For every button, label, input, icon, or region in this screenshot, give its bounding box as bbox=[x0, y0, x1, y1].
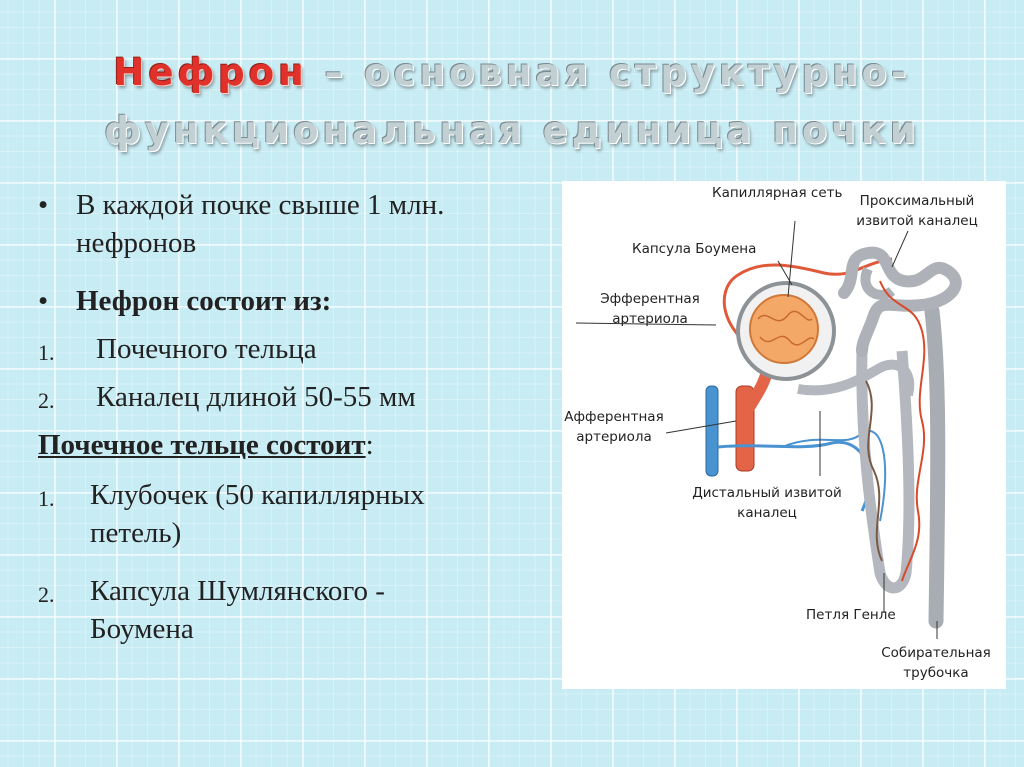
bullet-nephron-consists: • Нефрон состоит из: bbox=[38, 282, 538, 320]
list-text: Капсула Шумлянского - Боумена bbox=[90, 575, 385, 645]
label-capillary-network: Капиллярная сеть bbox=[712, 185, 843, 201]
label-collecting-duct: Собирательная трубочка bbox=[881, 645, 991, 681]
vasa-recta bbox=[865, 380, 883, 562]
glomerulus-texture bbox=[757, 310, 815, 346]
title-line-1-rest: – основная структурно- bbox=[307, 51, 911, 94]
bullet-marker: • bbox=[38, 189, 49, 221]
label-proximal-tubule: Проксимальный извитой каналец bbox=[856, 193, 978, 229]
proximal-tubule bbox=[838, 246, 962, 357]
label-afferent-arteriole: Афферентная артериола bbox=[564, 409, 664, 445]
list-number: 1. bbox=[38, 486, 55, 511]
label-distal-tubule: Дистальный извитой каналец bbox=[692, 485, 842, 521]
list-number: 2. bbox=[38, 388, 55, 413]
collecting-duct bbox=[924, 303, 946, 629]
label-efferent-arteriole: Эфферентная артериола bbox=[600, 291, 700, 327]
corpuscle-part-1: 1. Клубочек (50 капиллярных петель) bbox=[38, 476, 538, 552]
title-highlight: Нефрон bbox=[113, 51, 308, 94]
bullet-nephron-count: • В каждой почке свыше 1 млн. нефронов bbox=[38, 186, 538, 262]
list-number: 1. bbox=[38, 340, 55, 365]
list-text: Почечного тельца bbox=[96, 333, 317, 365]
corpuscle-part-2: 2. Капсула Шумлянского - Боумена bbox=[38, 572, 538, 648]
list-number: 2. bbox=[38, 582, 55, 607]
bullet-marker: • bbox=[38, 285, 49, 317]
slide-title: Нефрон – основная структурно- функционал… bbox=[0, 44, 1024, 160]
nephron-part-1: 1. Почечного тельца bbox=[38, 330, 538, 368]
loop-of-henle bbox=[856, 350, 915, 594]
corpuscle-heading: Почечное тельце состоит: bbox=[38, 426, 538, 464]
leader-line bbox=[777, 260, 793, 286]
leader-line bbox=[575, 322, 717, 326]
leader-line bbox=[891, 230, 909, 268]
renal-vein-segment bbox=[705, 385, 719, 477]
nephron-illustration bbox=[575, 220, 962, 639]
title-line-2: функциональная единица почки bbox=[104, 109, 920, 152]
peritubular-capillary bbox=[879, 280, 926, 582]
leader-line bbox=[665, 420, 737, 434]
corpuscle-heading-text: Почечное тельце состоит bbox=[38, 429, 366, 461]
corpuscle-heading-colon: : bbox=[365, 429, 374, 461]
bullet-text: В каждой почке свыше 1 млн. нефронов bbox=[76, 189, 445, 259]
label-bowman-capsule: Капсула Боумена bbox=[632, 241, 757, 257]
proximal-tubule-coil bbox=[860, 266, 896, 300]
glomerulus bbox=[749, 294, 819, 364]
list-text: Клубочек (50 капиллярных петель) bbox=[90, 479, 425, 549]
list-text: Каналец длиной 50-55 мм bbox=[96, 381, 416, 413]
bullet-text: Нефрон состоит из: bbox=[76, 285, 332, 317]
label-loop-of-henle: Петля Генле bbox=[806, 607, 896, 623]
leader-line bbox=[787, 220, 796, 298]
nephron-diagram: Капиллярная сеть Проксимальный извитой к… bbox=[562, 181, 1006, 689]
title-line-1: Нефрон – основная структурно- bbox=[0, 44, 1024, 102]
distal-tubule bbox=[797, 359, 915, 397]
nephron-part-2: 2. Каналец длиной 50-55 мм bbox=[38, 378, 538, 416]
